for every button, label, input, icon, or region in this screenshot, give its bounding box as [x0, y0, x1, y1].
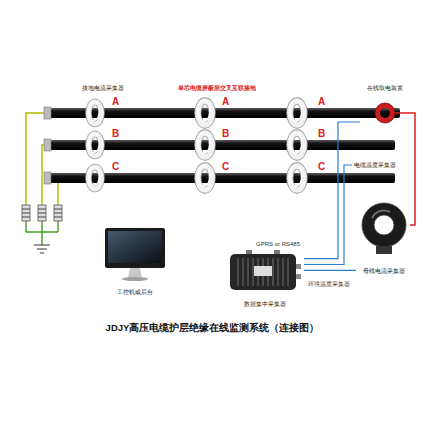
- ground-wires: [26, 113, 58, 245]
- data-concentrator-icon: [226, 250, 304, 308]
- ct-base: [376, 246, 392, 254]
- ground-symbol: [34, 245, 50, 253]
- device-label: 数据集中采集器: [244, 300, 286, 308]
- cable-end-cap: [44, 107, 51, 119]
- power-ring-edge: [375, 103, 395, 123]
- monitor-frame: [105, 228, 165, 268]
- cross-bond-ring: [198, 132, 212, 157]
- data-concentrator: 数据集中采集器: [226, 250, 304, 308]
- sensor-label: 环境温度采集器: [308, 280, 350, 288]
- device-label: 工控机或后台: [117, 288, 153, 296]
- monitor-stand: [128, 268, 142, 278]
- phase-letter: B: [112, 128, 119, 140]
- ground-bus: [26, 221, 58, 245]
- device-label: 接地电流采集器: [82, 84, 124, 92]
- phase-letter: C: [112, 161, 119, 173]
- phase-letter: A: [222, 96, 229, 108]
- connector-plug: [296, 264, 301, 269]
- industrial-pc-icon: [100, 226, 170, 296]
- power-take-off: 在线取电装置: [360, 84, 410, 124]
- cross-bond-ring: [290, 132, 304, 157]
- cable-temp-collector: 电缆温度采集器: [352, 160, 398, 170]
- power-ring: [378, 106, 393, 121]
- arrester-bands: [22, 209, 62, 217]
- phase-letter: B: [318, 128, 325, 140]
- ct-shine: [372, 210, 390, 218]
- phase-letter: C: [318, 161, 325, 173]
- cable-end-cap: [44, 172, 51, 184]
- monitor-screen: [108, 231, 162, 263]
- cross-bond-ring: [198, 165, 212, 190]
- connector-plug: [296, 274, 301, 279]
- section-note: 单芯电缆屏蔽层交叉互联接地: [178, 84, 256, 92]
- cooling-fin: [277, 258, 279, 286]
- device-label: 在线取电装置: [367, 84, 403, 92]
- name-plate: [254, 266, 272, 276]
- cooling-fin: [247, 258, 249, 286]
- cross-bond-ring: [198, 100, 212, 125]
- link-note: GPRS or RS485: [256, 240, 300, 248]
- signal-wire: [304, 270, 356, 271]
- cooling-fin: [237, 258, 239, 286]
- cross-bond-rings: [89, 100, 305, 190]
- ct-edge: [362, 203, 406, 247]
- device-label: 电缆温度采集器: [354, 161, 396, 169]
- signal-wire: [304, 165, 352, 265]
- collector-body: [230, 254, 296, 290]
- current-ring: [89, 134, 102, 157]
- device-label: 母线电流采集器: [363, 267, 405, 275]
- cooling-fin: [242, 258, 244, 286]
- cooling-fin: [282, 258, 284, 286]
- bus-current-collector-icon: [356, 198, 412, 275]
- ground-wire: [42, 145, 44, 205]
- arrester-boxes: [22, 205, 62, 221]
- ct-core: [368, 209, 400, 241]
- phase-letter: A: [318, 96, 325, 108]
- phase-letter: A: [112, 96, 119, 108]
- phase-letter: C: [222, 161, 229, 173]
- cooling-fin: [252, 258, 254, 286]
- signal-wire: [304, 122, 360, 259]
- cable-end-cap: [44, 139, 51, 151]
- phase-letter: B: [222, 128, 229, 140]
- cooling-fin: [272, 258, 274, 286]
- cross-bond-ring: [290, 100, 304, 125]
- monitor-base: [122, 277, 148, 281]
- diagram-title: JDJY高压电缆护层绝缘在线监测系统（连接图）: [0, 322, 425, 334]
- bus-current-collector: 母线电流采集器: [356, 198, 412, 275]
- cross-bond-ring: [290, 165, 304, 190]
- ground-wire: [57, 183, 58, 205]
- industrial-pc: 工控机或后台: [100, 226, 170, 296]
- cooling-fin: [287, 258, 289, 286]
- current-ring: [89, 167, 102, 190]
- ground-wire: [26, 113, 44, 205]
- ct-edge: [374, 215, 394, 235]
- current-ring: [89, 102, 102, 125]
